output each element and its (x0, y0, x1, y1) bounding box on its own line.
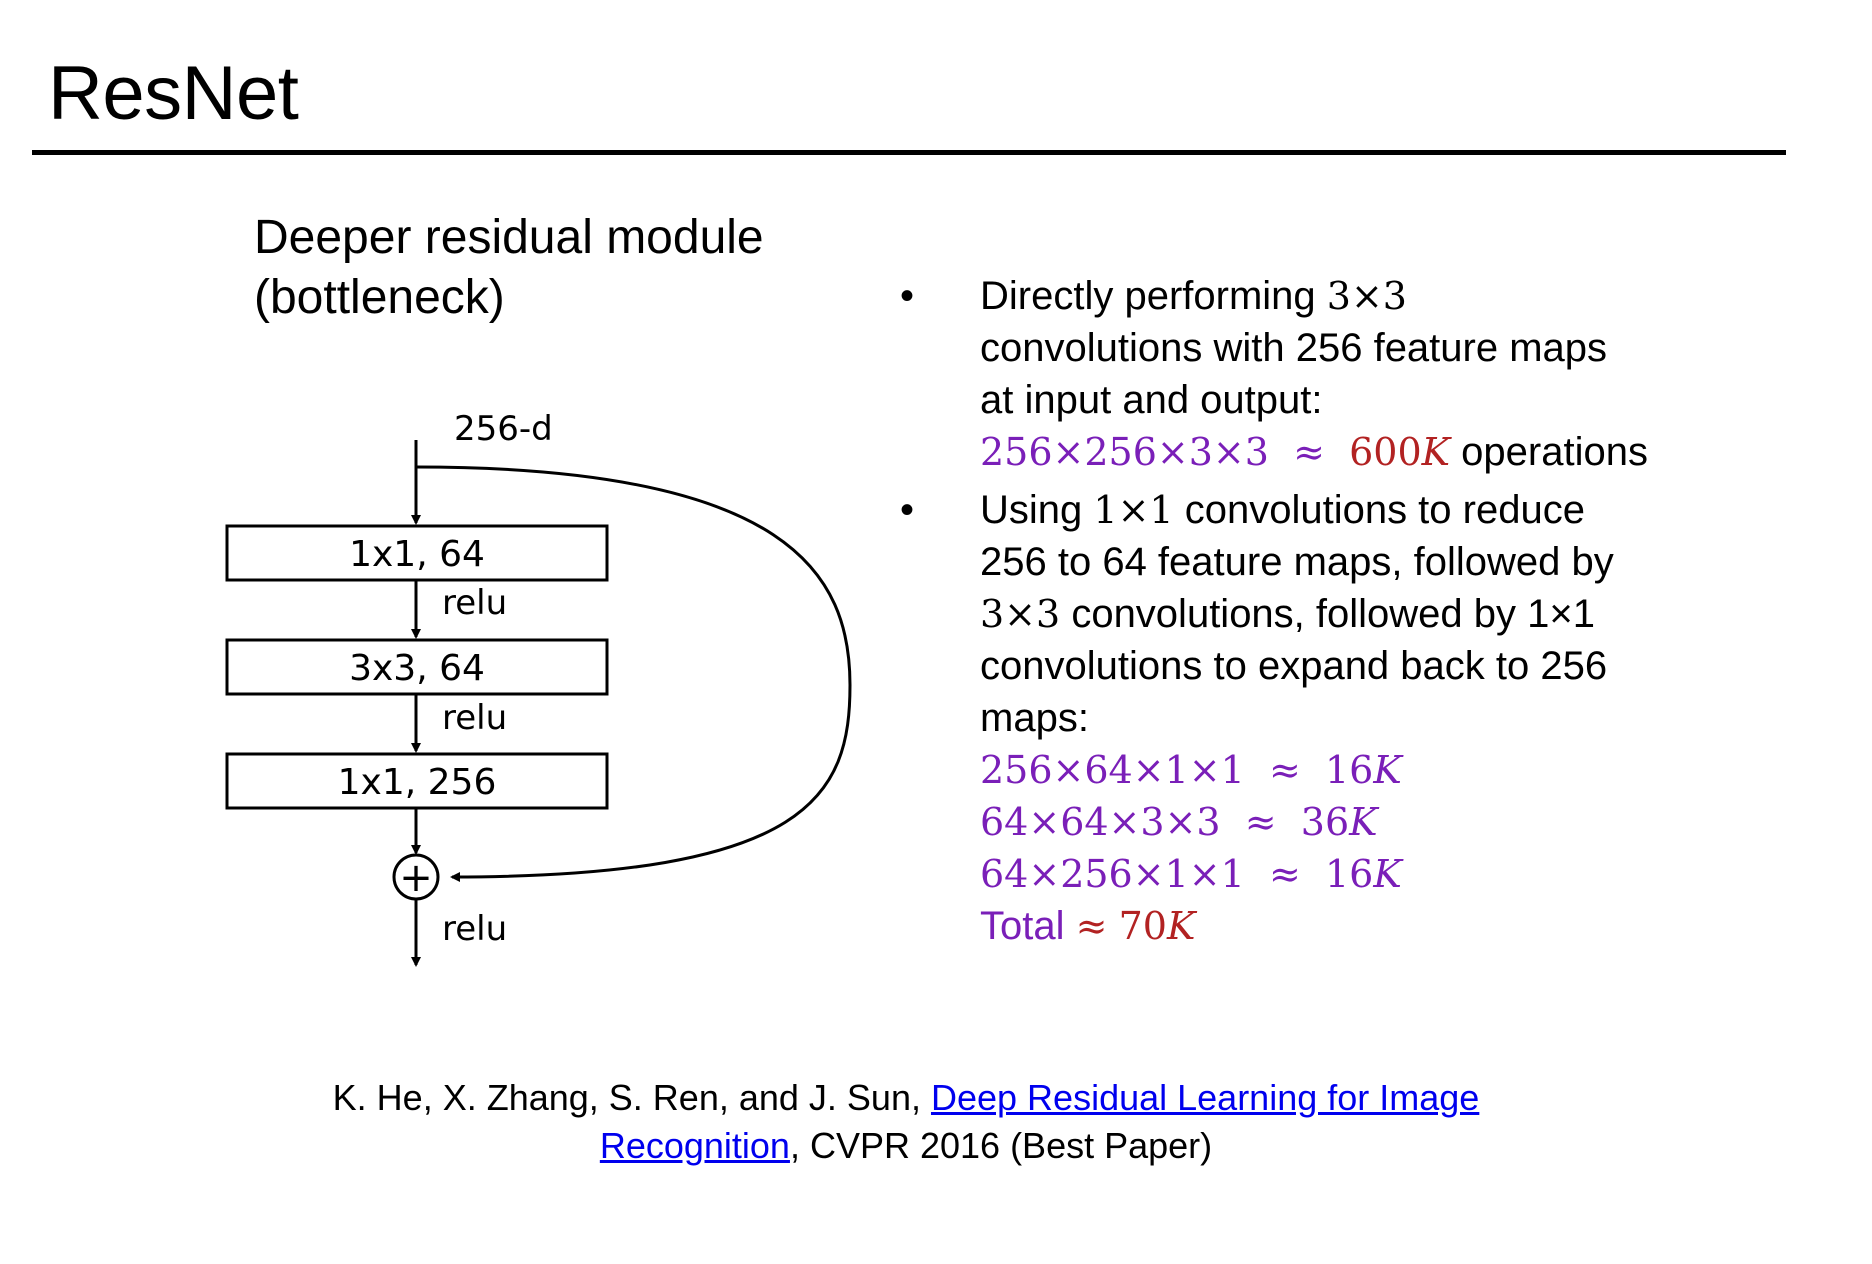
conv-block-1-label: 1x1, 64 (349, 534, 485, 575)
operations-label: operations (1450, 430, 1648, 474)
calc-line-3: 64×256×1×1 ≈ 16K (980, 852, 1402, 896)
subtitle-line-1: Deeper residual module (254, 211, 764, 264)
title-divider (32, 150, 1786, 155)
slide-title: ResNet (48, 51, 299, 136)
bullet1-formula: 256×256×3×3 ≈ 600K operations (980, 426, 1700, 478)
formula-direct-result: 600K (1349, 430, 1451, 474)
subtitle-line-2: (bottleneck) (254, 271, 505, 324)
conv-block-3 (225, 752, 609, 810)
bottleneck-diagram: 256-d 1x1, 64 relu 3x3, 64 relu 1x1, 256… (225, 409, 852, 967)
left-subtitle: Deeper residual module (bottleneck) (254, 208, 764, 328)
add-operation (392, 853, 440, 901)
conv-block-2-label: 3x3, 64 (349, 648, 485, 689)
bullet-dot: • (900, 488, 915, 532)
bullet-direct-conv: • Directly performing 3×3 convolutions w… (900, 270, 1700, 478)
total-value: 70K (1118, 904, 1196, 948)
total-label: Total (980, 904, 1065, 948)
conv-block-2 (225, 638, 609, 696)
calc-line-2: 64×64×3×3 ≈ 36K (980, 800, 1378, 844)
formula-direct-lhs: 256×256×3×3 (980, 430, 1269, 474)
bullet1-line2: convolutions with 256 feature maps (980, 326, 1608, 370)
bullet-list: • Directly performing 3×3 convolutions w… (900, 270, 1700, 958)
citation-authors: K. He, X. Zhang, S. Ren, and J. Sun, (332, 1077, 931, 1118)
math-3x3: 3×3 (1326, 274, 1407, 318)
citation-venue: , CVPR 2016 (Best Paper) (789, 1125, 1213, 1166)
bullet1-line1: Directly performing 3×3 (980, 274, 1407, 318)
relu-label-2: relu (442, 698, 507, 738)
add-symbol: + (399, 855, 433, 901)
bullet2-line1: Using 1×1 convolutions to reduce (980, 488, 1585, 532)
conv-block-3-label: 1x1, 256 (338, 762, 497, 803)
bullet1-line3: at input and output: (980, 378, 1323, 422)
bullet2-line4: convolutions to expand back to 256 (980, 644, 1608, 688)
bullet2-line5: maps: (980, 696, 1089, 740)
bullet-bottleneck: • Using 1×1 convolutions to reduce 256 t… (900, 484, 1700, 952)
skip-connection-arrow (415, 465, 852, 882)
bullet2-line2: 256 to 64 feature maps, followed by (980, 540, 1614, 584)
relu-label-1: relu (442, 583, 507, 623)
paper-link-part-2[interactable]: Recognition (599, 1125, 790, 1166)
relu-label-3: relu (442, 909, 507, 949)
input-dimension-label: 256-d (454, 409, 553, 449)
citation: K. He, X. Zhang, S. Ren, and J. Sun, Dee… (0, 1074, 1812, 1170)
total-line: Total ≈ 70K (980, 904, 1196, 948)
calc-line-1: 256×64×1×1 ≈ 16K (980, 748, 1402, 792)
bullet2-line3: 3×3 convolutions, followed by 1×1 (980, 592, 1595, 636)
approx-symbol: ≈ (1293, 430, 1325, 474)
conv-block-1 (225, 524, 609, 582)
bullet-dot: • (900, 274, 915, 318)
paper-link-part-1[interactable]: Deep Residual Learning for Image (930, 1077, 1480, 1118)
